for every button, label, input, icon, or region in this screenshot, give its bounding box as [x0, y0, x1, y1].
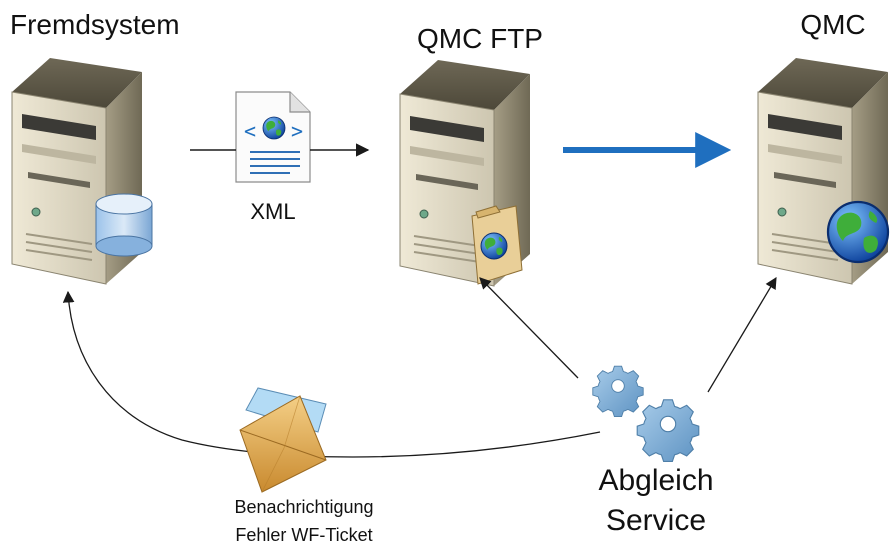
notification-label-line2: Fehler WF-Ticket: [235, 525, 372, 545]
notification-label-line1: Benachrichtigung: [234, 497, 373, 517]
service-to-qmc-arrow: [707, 276, 777, 393]
gears-icon: [592, 365, 700, 462]
qmc-label: QMC: [800, 9, 865, 40]
globe-icon: [826, 200, 890, 264]
svg-text:<: <: [244, 119, 256, 143]
service-to-qmc-ftp-arrow: [479, 277, 579, 379]
fremdsystem-label: Fremdsystem: [10, 9, 180, 40]
database-icon: [95, 193, 153, 257]
xml-label: XML: [250, 199, 295, 224]
xml-document-icon: < >: [235, 91, 311, 183]
svg-text:>: >: [291, 119, 303, 143]
service-label-line1: Abgleich: [598, 464, 713, 497]
service-label-line2: Service: [606, 504, 706, 537]
ftp-folder-icon: [471, 205, 523, 285]
qmc-ftp-label: QMC FTP: [417, 23, 543, 54]
envelope-icon: [239, 387, 327, 493]
service-to-fremdsystem-arrow: [62, 290, 601, 458]
